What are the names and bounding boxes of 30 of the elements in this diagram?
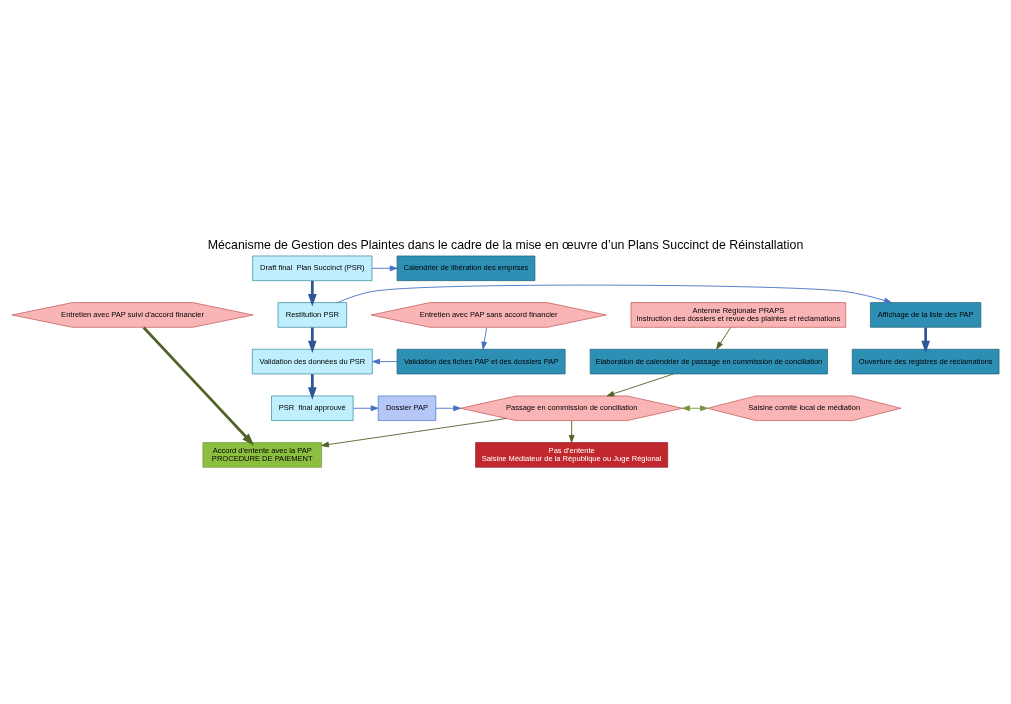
node-box: Calendrier de libération des emprises [396, 255, 536, 281]
arrow [308, 327, 317, 354]
node-box: Ouverture des registres de réclamations [851, 348, 1000, 375]
node-box: Restitution PSR [277, 302, 347, 328]
arrow [142, 326, 255, 446]
node-box: Dossier PAP [377, 395, 437, 421]
arrow [352, 405, 379, 412]
node-box: Draft final Plan Succinct (PSR) [252, 255, 373, 281]
arrow [682, 405, 708, 412]
node-box: Pas d’entente Saisine Médiateur de la République ou Juge Régional [475, 442, 669, 468]
node-box: Elaboration de calendrier de passage en commission de conciliation [589, 348, 828, 375]
node-box: Validation des données du PSR [251, 348, 373, 375]
arrow [308, 280, 317, 307]
arrow [371, 265, 398, 272]
arrow [716, 327, 732, 350]
arrow [337, 284, 892, 304]
arrow [321, 418, 507, 448]
arrow [308, 374, 317, 400]
node-box: Validation des fiches PAP et des dossiers PAP [396, 348, 566, 375]
node-box: PSR final approuvé [271, 395, 354, 421]
arrow [372, 358, 398, 365]
arrow [606, 373, 674, 397]
diagram-title: Mécanisme de Gestion des Plaintes dans le cadre de la mise en œuvre d’un Plans Succinct de Réinstallation [207, 238, 804, 253]
node-box: Accord d’entente avec la PAP PROCEDURE DE PAIEMENT [202, 442, 322, 468]
arrow [481, 327, 488, 350]
node-box: Antenne Régionale PRAPS Instruction des dossiers et revue des plaintes et réclamations [630, 302, 847, 328]
arrow [921, 327, 930, 354]
node-box: Affichage de la liste des PAP [870, 302, 982, 328]
arrow [435, 405, 462, 412]
arrow [568, 420, 575, 443]
